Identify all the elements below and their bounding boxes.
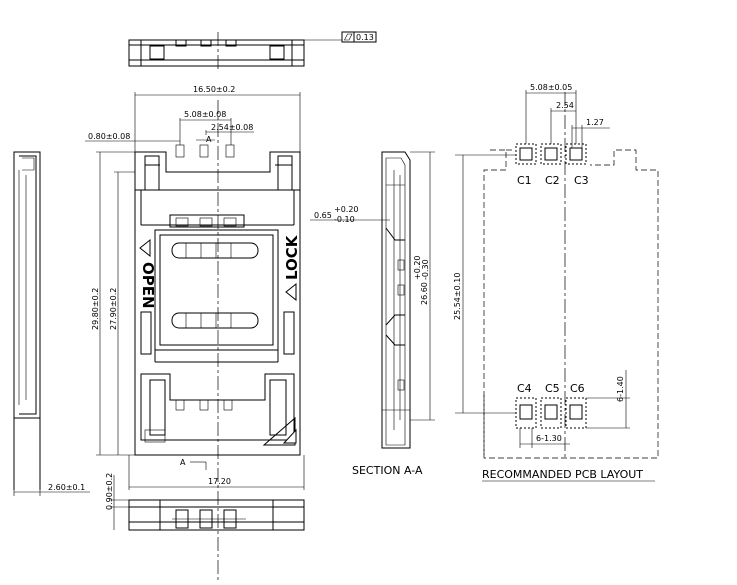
top-pin-width-dim: 0.80±0.08 — [88, 132, 130, 141]
open-label: OPEN — [139, 262, 157, 309]
pcb-layout-title: RECOMMANDED PCB LAYOUT — [482, 468, 643, 481]
pcb-height-dim: 25.54±0.10 — [453, 273, 462, 320]
pad-label-c6: C6 — [570, 382, 585, 395]
pcb-pad-width-bottom-dim: 6-1.30 — [536, 434, 562, 443]
section-title: SECTION A-A — [352, 464, 423, 477]
bottom-profile-view: 0.90±0.2 — [105, 473, 305, 531]
pcb-pin-pitch-dim: 2.54 — [556, 101, 574, 110]
side-thickness-dim: 2.60±0.1 — [48, 483, 85, 492]
pad-label-c5: C5 — [545, 382, 560, 395]
section-length-plus: +0.20 — [413, 255, 422, 280]
pcb-pad-height-dim: 6-1.40 — [616, 376, 625, 402]
section-offset-minus: -0.10 — [334, 215, 355, 224]
top-pitch-dim: 5.08±0.08 — [184, 110, 226, 119]
section-mark-bottom: A — [180, 458, 186, 467]
top-width-dim: 16.50±0.2 — [193, 85, 235, 94]
left-side-view: 2.60±0.1 — [13, 151, 90, 496]
pad-label-c2: C2 — [545, 174, 560, 187]
pcb-layout-view: C1 C2 C3 C4 C5 C6 5.08±0.05 2.54 1.27 — [453, 83, 659, 482]
section-offset-plus: +0.20 — [334, 205, 359, 214]
top-profile-view: 0.13 — [128, 31, 377, 72]
top-height-outer-dim: 29.80±0.2 — [91, 288, 100, 330]
main-top-view: OPEN LOCK A A 16.50±0.2 5.08±0.08 2.54±0… — [85, 85, 305, 580]
pad-label-c1: C1 — [517, 174, 532, 187]
pcb-pitch-dim: 5.08±0.05 — [530, 83, 572, 92]
flatness-tolerance: 0.13 — [356, 33, 374, 42]
pad-label-c3: C3 — [574, 174, 589, 187]
lock-label: LOCK — [283, 234, 301, 280]
section-offset-main: 0.65 — [314, 211, 332, 220]
top-pin-pitch-dim: 2.54±0.08 — [211, 123, 253, 132]
pcb-pads-top: C1 C2 C3 — [515, 143, 589, 187]
section-mark-top: A — [206, 135, 212, 144]
top-height-inner-dim: 27.90±0.2 — [109, 288, 118, 330]
section-view: 0.65 +0.20 -0.10 26.60 +0.20 -0.30 SECTI… — [310, 151, 435, 477]
pcb-pads-bottom: C4 C5 C6 — [515, 382, 587, 429]
pad-label-c4: C4 — [517, 382, 532, 395]
bottom-width-dim: 17.20 — [208, 477, 231, 486]
section-length-minus: -0.30 — [421, 259, 430, 280]
pcb-pad-width-dim: 1.27 — [586, 118, 604, 127]
section-length-main: 26.60 — [420, 282, 429, 305]
bottom-height-dim: 0.90±0.2 — [105, 473, 114, 510]
